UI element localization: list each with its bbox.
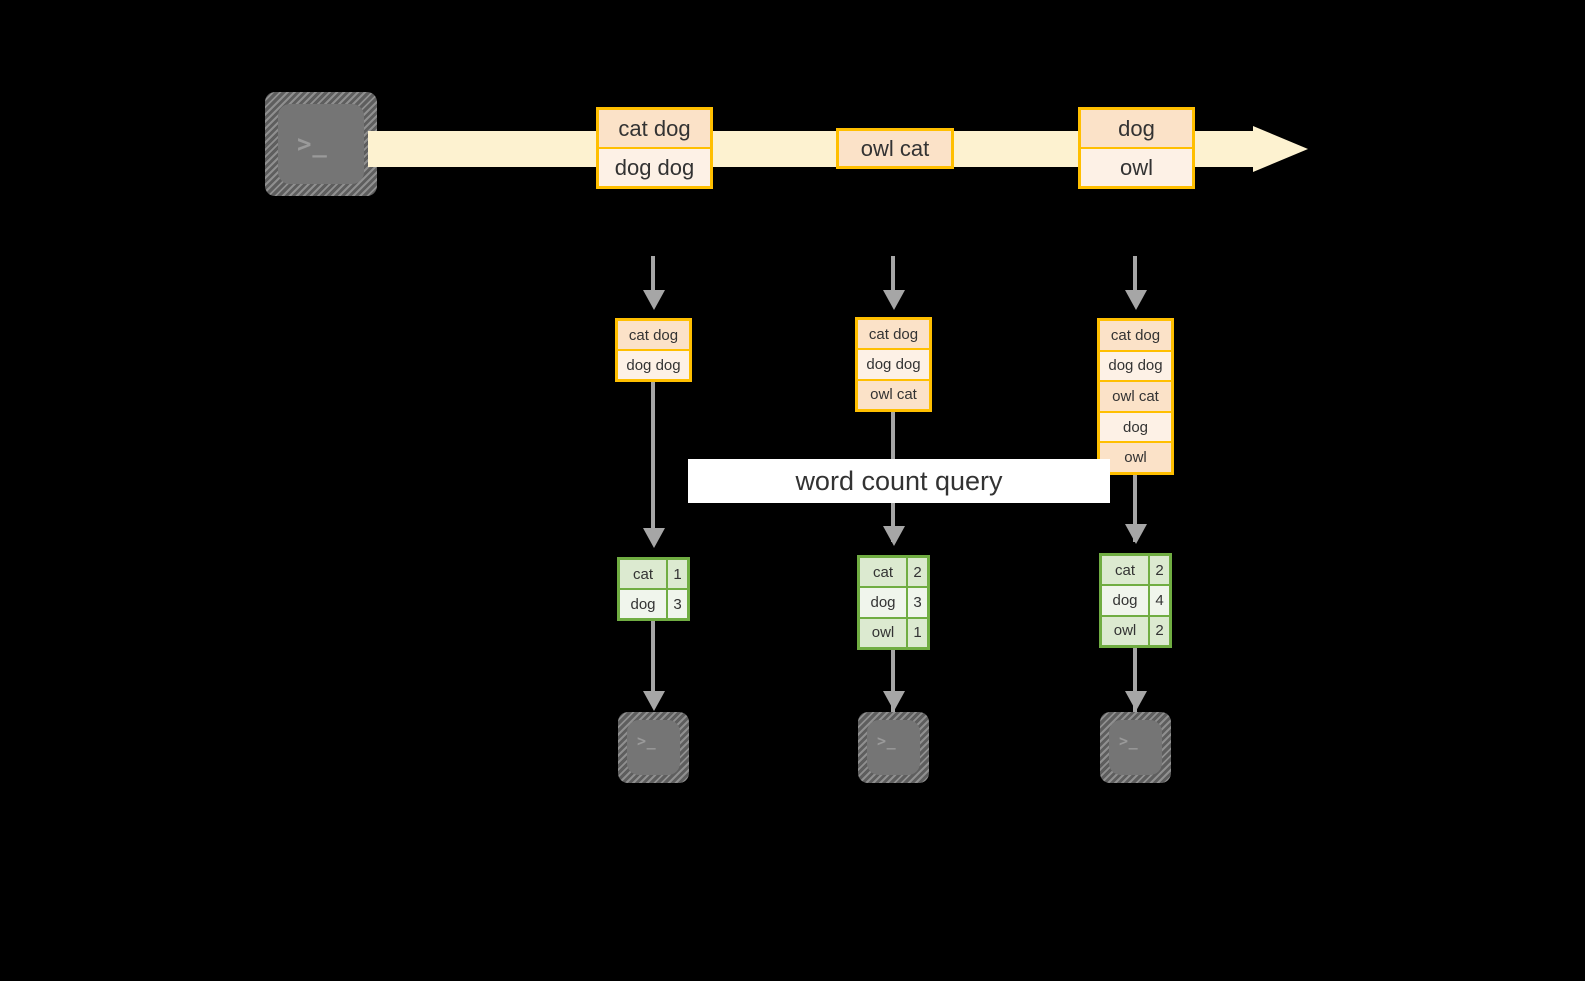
sink-edge-arrowhead-icon-2 (883, 691, 905, 711)
input-table-row: owl cat (1100, 382, 1171, 411)
input-table-row: dog (1100, 412, 1171, 442)
result-word: owl (860, 618, 906, 647)
snapshot-tap-line-1 (651, 256, 655, 290)
terminal-body (867, 720, 920, 775)
result-table-snapshot-1: cat 1 dog 3 (617, 557, 690, 621)
result-table-row: owl 2 (1102, 616, 1169, 645)
sink-terminal-icon-3: >_ (1100, 712, 1171, 783)
sink-edge-1 (651, 621, 655, 691)
result-word: cat (620, 560, 666, 588)
stream-record-line: owl cat (839, 131, 951, 166)
sink-edge-arrowhead-icon-3 (1125, 691, 1147, 711)
stream-arrowhead-icon (1253, 126, 1311, 172)
result-count: 2 (1150, 556, 1169, 585)
stream-record-batch-1: cat dog dog dog (596, 107, 713, 189)
result-count: 2 (1150, 616, 1169, 645)
sink-edge-2 (891, 650, 895, 712)
query-edge-3 (1133, 475, 1137, 542)
result-count: 2 (908, 558, 927, 587)
terminal-prompt-glyph: >_ (637, 732, 657, 750)
snapshot-tap-line-2 (891, 256, 895, 290)
input-table-snapshot-3: cat dog dog dog owl cat dog owl (1097, 318, 1174, 475)
terminal-prompt-glyph: >_ (297, 130, 328, 158)
result-count: 1 (908, 618, 927, 647)
result-table-row: dog 4 (1102, 586, 1169, 615)
stream-record-batch-2: owl cat (836, 128, 954, 169)
stream-record-batch-3: dog owl (1078, 107, 1195, 189)
query-edge-arrowhead-icon-1 (643, 528, 665, 548)
sink-terminal-icon-1: >_ (618, 712, 689, 783)
result-table-row: dog 3 (860, 588, 927, 617)
terminal-body (627, 720, 680, 775)
snapshot-tap-arrowhead-icon-2 (883, 290, 905, 310)
result-count: 3 (668, 590, 687, 618)
result-word: cat (1102, 556, 1148, 585)
result-table-row: cat 2 (860, 558, 927, 587)
snapshot-tap-line-3 (1133, 256, 1137, 290)
stream-record-line: cat dog (599, 110, 710, 147)
terminal-prompt-glyph: >_ (877, 732, 897, 750)
input-table-row: dog dog (618, 351, 689, 379)
input-table-snapshot-1: cat dog dog dog (615, 318, 692, 382)
terminal-prompt-glyph: >_ (1119, 732, 1139, 750)
result-count: 4 (1150, 586, 1169, 615)
query-edge-arrowhead-icon-3 (1125, 524, 1147, 544)
result-count: 1 (668, 560, 687, 588)
source-terminal-icon: >_ (265, 92, 377, 196)
sink-edge-arrowhead-icon-1 (643, 691, 665, 711)
result-word: cat (860, 558, 906, 587)
input-table-snapshot-2: cat dog dog dog owl cat (855, 317, 932, 412)
result-table-row: dog 3 (620, 590, 687, 618)
stream-record-line: owl (1081, 149, 1192, 186)
result-word: dog (1102, 586, 1148, 615)
sink-edge-3 (1133, 648, 1137, 712)
result-table-row: owl 1 (860, 618, 927, 647)
input-table-row: cat dog (1100, 321, 1171, 350)
stream-record-line: dog (1081, 110, 1192, 147)
input-table-row: cat dog (618, 321, 689, 349)
snapshot-tap-arrowhead-icon-3 (1125, 290, 1147, 310)
snapshot-tap-arrowhead-icon-1 (643, 290, 665, 310)
terminal-body (1109, 720, 1162, 775)
result-table-row: cat 2 (1102, 556, 1169, 585)
result-table-snapshot-3: cat 2 dog 4 owl 2 (1099, 553, 1172, 648)
result-table-snapshot-2: cat 2 dog 3 owl 1 (857, 555, 930, 650)
result-count: 3 (908, 588, 927, 617)
result-word: dog (860, 588, 906, 617)
stream-record-line: dog dog (599, 149, 710, 186)
query-edge-1 (651, 382, 655, 542)
query-label: word count query (688, 459, 1110, 503)
input-table-row: cat dog (858, 320, 929, 349)
input-table-row: dog dog (1100, 351, 1171, 381)
result-table-row: cat 1 (620, 560, 687, 588)
input-table-row: owl (1100, 443, 1171, 472)
result-word: dog (620, 590, 666, 618)
input-table-row: dog dog (858, 350, 929, 379)
sink-terminal-icon-2: >_ (858, 712, 929, 783)
input-table-row: owl cat (858, 380, 929, 409)
terminal-body (278, 104, 364, 184)
query-edge-arrowhead-icon-2 (883, 526, 905, 546)
result-word: owl (1102, 616, 1148, 645)
